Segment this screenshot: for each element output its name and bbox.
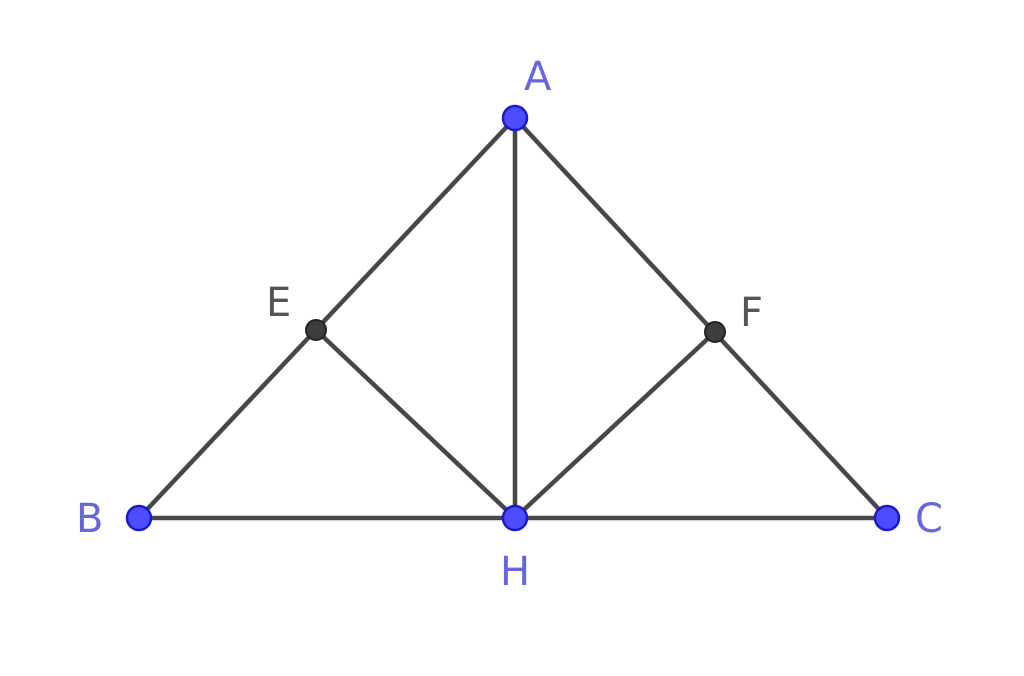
- point-c[interactable]: [873, 504, 901, 532]
- point-f[interactable]: [704, 321, 726, 343]
- segment-ac: [512, 115, 890, 521]
- segment-ab: [136, 115, 518, 521]
- point-h[interactable]: [501, 504, 529, 532]
- points: [125, 104, 901, 532]
- labels: A B C H E F: [76, 54, 943, 595]
- label-f: F: [740, 290, 763, 336]
- point-a[interactable]: [501, 104, 529, 132]
- label-a: A: [524, 54, 552, 100]
- label-h: H: [500, 549, 530, 595]
- point-e[interactable]: [305, 319, 327, 341]
- segment-eh: [313, 327, 518, 521]
- segments: [136, 115, 890, 521]
- label-e: E: [266, 280, 291, 326]
- label-c: C: [915, 496, 943, 542]
- segment-fh: [512, 329, 718, 521]
- label-b: B: [76, 496, 103, 542]
- point-b[interactable]: [125, 504, 153, 532]
